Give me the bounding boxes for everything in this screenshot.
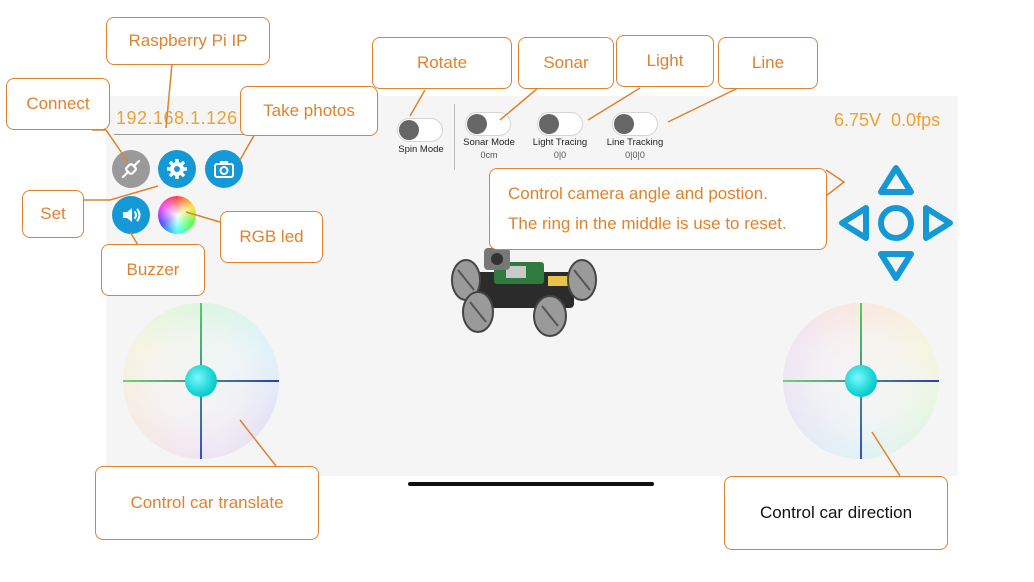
sonar-mode-toggle[interactable]	[465, 112, 511, 136]
status-readout: 6.75V 0.0fps	[834, 110, 950, 131]
speaker-icon	[123, 208, 141, 222]
fps-readout: 0.0fps	[891, 110, 941, 130]
toggle-divider	[454, 104, 455, 170]
spin-mode-label: Spin Mode	[398, 144, 444, 155]
line-tracking-label: Line Tracking	[606, 137, 664, 148]
callout-camera-control: Control camera angle and postion. The ri…	[489, 168, 827, 250]
callout-connect: Connect	[6, 78, 110, 130]
callout-car-direction: Control car direction	[724, 476, 948, 550]
camera-down-arrow	[878, 251, 914, 281]
toggle-knob	[539, 114, 559, 134]
translate-joystick-knob[interactable]	[185, 365, 217, 397]
connect-button[interactable]	[112, 150, 150, 188]
direction-joystick-knob[interactable]	[845, 365, 877, 397]
callout-car-translate: Control car translate	[95, 466, 319, 540]
plug-icon	[121, 159, 141, 179]
toggle-knob	[614, 114, 634, 134]
rgb-led-button[interactable]	[158, 196, 196, 234]
callout-light: Light	[616, 35, 714, 87]
callout-camera-line2: The ring in the middle is use to reset.	[508, 214, 787, 233]
light-tracing-label: Light Tracing	[532, 137, 588, 148]
callout-set: Set	[22, 190, 84, 238]
settings-button[interactable]	[158, 150, 196, 188]
camera-dpad	[839, 165, 953, 281]
ip-address-field[interactable]: 192.168.1.126	[116, 108, 238, 128]
callout-rgb-led: RGB led	[220, 211, 323, 263]
callout-sonar: Sonar	[518, 37, 614, 89]
home-indicator	[408, 482, 654, 486]
callout-take-photos: Take photos	[240, 86, 378, 136]
camera-left-arrow	[839, 205, 869, 241]
buzzer-button[interactable]	[112, 196, 150, 234]
sonar-mode-label: Sonar Mode	[463, 137, 515, 148]
callout-rotate: Rotate	[372, 37, 512, 89]
toggle-knob	[467, 114, 487, 134]
camera-reset-ring	[878, 205, 914, 241]
line-tracking-toggle[interactable]	[612, 112, 658, 136]
toggle-knob	[399, 120, 419, 140]
ip-underline	[114, 134, 266, 135]
callout-line: Line	[718, 37, 818, 89]
callout-camera-line1: Control camera angle and postion.	[508, 184, 768, 203]
sonar-value: 0cm	[480, 150, 498, 160]
line-tracking-value: 0|0|0	[625, 150, 645, 160]
light-tracing-toggle[interactable]	[537, 112, 583, 136]
robot-car-image	[451, 248, 597, 337]
take-photo-button[interactable]	[205, 150, 243, 188]
camera-right-arrow	[923, 205, 953, 241]
light-tracing-value: 0|0	[553, 150, 567, 160]
camera-icon	[214, 161, 234, 178]
callout-buzzer: Buzzer	[101, 244, 205, 296]
voltage-readout: 6.75V	[834, 110, 882, 130]
callout-raspberry-pi-ip: Raspberry Pi IP	[106, 17, 270, 65]
camera-up-arrow	[878, 165, 914, 195]
gear-icon	[167, 159, 187, 179]
spin-mode-toggle[interactable]	[397, 118, 443, 142]
